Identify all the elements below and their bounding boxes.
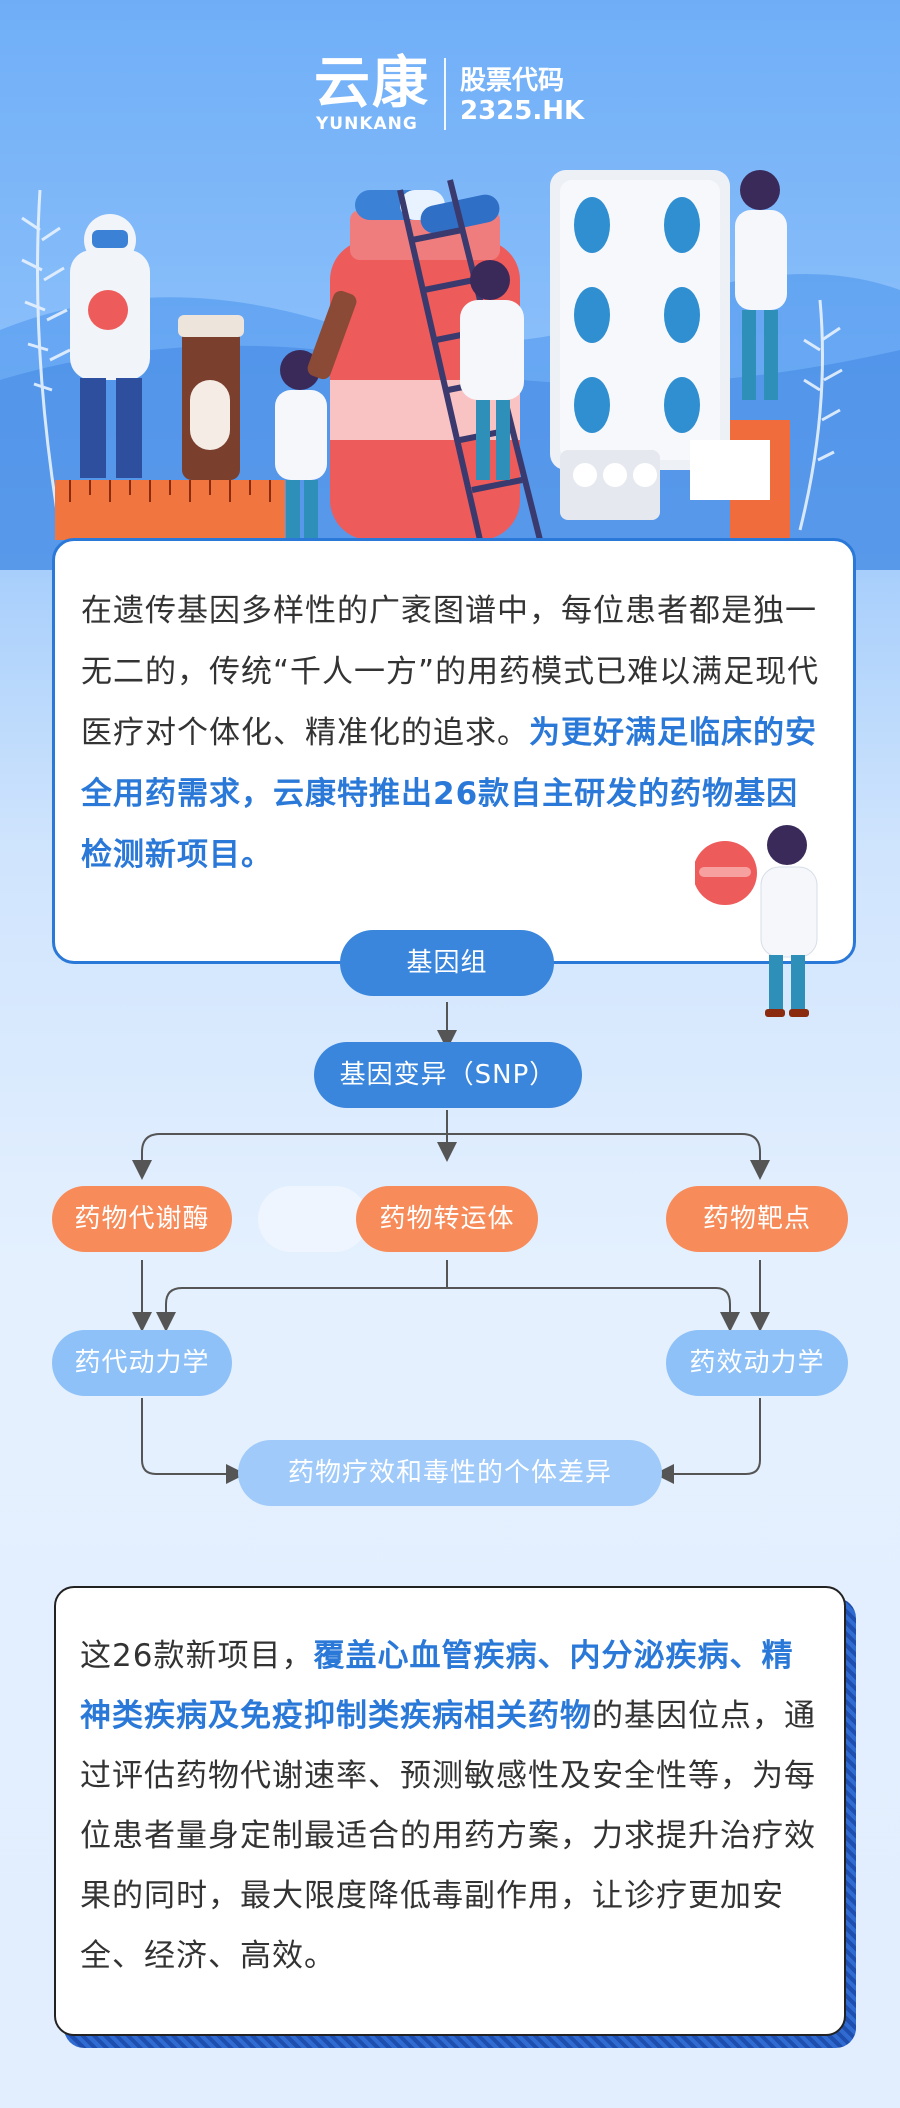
detail-paragraph: 这26款新项目，覆盖心血管疾病、内分泌疾病、精神类疾病及免疫抑制类疾病相关药物的… <box>80 1626 820 1986</box>
medical-illustration <box>0 170 900 570</box>
node-pharmacokinetics: 药代动力学 <box>52 1330 232 1396</box>
detail-text-b: 的基因位点，通过评估药物代谢速率、预测敏感性及安全性等，为每位患者量身定制最适合… <box>80 1698 816 1974</box>
intro-paragraph: 在遗传基因多样性的广袤图谱中，每位患者都是独一无二的，传统“千人一方”的用药模式… <box>81 581 821 886</box>
logo-name-cn: 云康 <box>314 51 430 116</box>
logo-name-en: YUNKANG <box>316 114 418 134</box>
node-placeholder <box>258 1186 368 1252</box>
node-metabolic-enzyme: 药物代谢酶 <box>52 1186 232 1252</box>
node-drug-target: 药物靶点 <box>666 1186 848 1252</box>
flow-connectors <box>132 1002 770 1484</box>
node-genome: 基因组 <box>340 930 554 996</box>
intro-highlight: 为更好满足临床的安全用药需求，云康特推出26款自主研发的药物基因检测新项目。 <box>81 715 817 873</box>
doctor-holding-pill-illustration <box>695 825 818 1017</box>
intro-card: 在遗传基因多样性的广袤图谱中，每位患者都是独一无二的，传统“千人一方”的用药模式… <box>52 538 856 1017</box>
detail-highlight: 覆盖心血管疾病、内分泌疾病、精神类疾病及免疫抑制类疾病相关药物 <box>80 1638 794 1734</box>
node-snp: 基因变异（SNP） <box>314 1042 582 1108</box>
stock-code: 2325.HK <box>460 96 585 126</box>
node-transporter: 药物转运体 <box>356 1186 538 1252</box>
intro-text: 在遗传基因多样性的广袤图谱中，每位患者都是独一无二的，传统“千人一方”的用药模式… <box>81 593 820 751</box>
pharmacogenomics-flow-diagram: 基因组 基因变异（SNP） 药物代谢酶 药物转运体 药物靶点 药代动力学 药效动… <box>0 920 900 1520</box>
detail-card: 这26款新项目，覆盖心血管疾病、内分泌疾病、精神类疾病及免疫抑制类疾病相关药物的… <box>54 1586 846 2036</box>
brand-logo: 云康 YUNKANG 股票代码 2325.HK <box>314 51 594 135</box>
node-individual-difference: 药物疗效和毒性的个体差异 <box>238 1440 662 1506</box>
detail-text-a: 这26款新项目， <box>80 1638 314 1674</box>
logo-divider <box>444 58 446 130</box>
node-pharmacodynamics: 药效动力学 <box>666 1330 848 1396</box>
stock-label: 股票代码 <box>460 66 565 96</box>
